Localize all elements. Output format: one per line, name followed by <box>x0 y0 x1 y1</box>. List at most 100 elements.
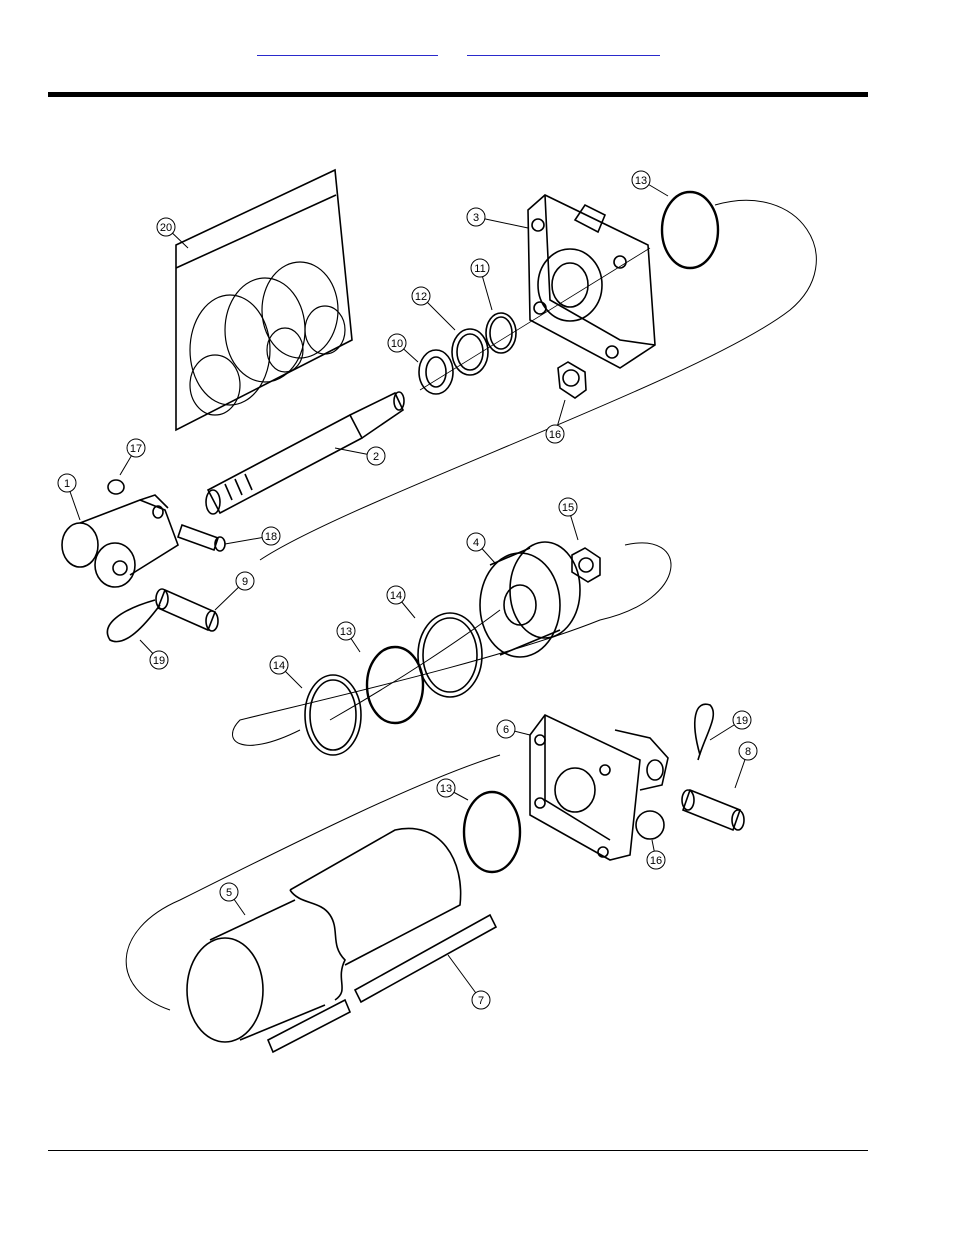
callout-4: 4 <box>466 532 496 564</box>
callout-label: 20 <box>160 222 172 234</box>
footer-rule <box>48 1150 868 1151</box>
cylinder-barrel <box>186 827 462 1043</box>
callout-circle <box>558 497 578 517</box>
callout-3: 3 <box>466 207 529 229</box>
callout-label: 5 <box>226 887 232 899</box>
base-nut <box>635 810 665 840</box>
callout-15: 15 <box>558 497 579 541</box>
nav-link-next[interactable] <box>467 39 660 56</box>
callout-label: 15 <box>562 502 574 514</box>
nut-top <box>557 361 587 399</box>
callout-group: 1234567891011121313131414151616171819192… <box>57 170 758 1010</box>
callout-circle <box>336 621 356 641</box>
callout-circle <box>269 655 289 675</box>
callout-circle <box>411 286 431 306</box>
callout-2: 2 <box>334 446 386 466</box>
callout-label: 18 <box>265 531 277 543</box>
callout-circle <box>466 207 486 227</box>
callout-19: 19 <box>709 710 752 741</box>
callout-17: 17 <box>119 438 146 476</box>
hairpin-clip <box>106 599 161 643</box>
callout-label: 13 <box>635 175 647 187</box>
base-seal <box>462 790 522 874</box>
callout-label: 1 <box>64 478 70 490</box>
callout-6: 6 <box>496 719 531 739</box>
callout-13: 13 <box>336 621 361 653</box>
piston-seals <box>304 612 483 756</box>
callout-7: 7 <box>447 954 491 1010</box>
callout-20: 20 <box>156 217 189 249</box>
callout-label: 13 <box>340 626 352 638</box>
callout-label: 16 <box>549 429 561 441</box>
header-rule <box>48 92 868 97</box>
callout-circle <box>646 850 666 870</box>
callout-8: 8 <box>734 741 758 789</box>
callout-circle <box>235 571 255 591</box>
seal-kit-bag <box>175 168 353 432</box>
callout-label: 2 <box>373 451 379 463</box>
callout-circle <box>738 741 758 761</box>
callout-label: 4 <box>473 537 479 549</box>
callout-label: 17 <box>130 443 142 455</box>
callout-16: 16 <box>646 839 666 870</box>
callout-18: 18 <box>224 526 281 546</box>
callout-label: 13 <box>440 783 452 795</box>
callout-circle <box>470 258 490 278</box>
callout-circle <box>732 710 752 730</box>
clevis-bolt <box>176 523 226 552</box>
piston <box>479 541 581 658</box>
callout-label: 19 <box>153 655 165 667</box>
clevis-pin <box>155 588 219 632</box>
rod-clevis <box>61 494 179 588</box>
callout-label: 14 <box>390 590 402 602</box>
callout-circle <box>471 990 491 1010</box>
base-hairpin <box>694 703 715 761</box>
callout-circle <box>386 585 406 605</box>
callout-label: 10 <box>391 338 403 350</box>
callout-circle <box>466 532 486 552</box>
callout-10: 10 <box>387 333 419 363</box>
callout-label: 7 <box>478 995 484 1007</box>
callout-19: 19 <box>139 639 169 670</box>
clevis-nut <box>107 479 125 495</box>
callout-1: 1 <box>57 473 81 521</box>
base-pin <box>681 788 745 832</box>
callout-label: 16 <box>650 855 662 867</box>
callout-label: 6 <box>503 724 509 736</box>
tie-rods <box>266 913 498 1054</box>
callout-circle <box>149 650 169 670</box>
base-end-cap <box>529 713 669 861</box>
callout-label: 11 <box>474 263 485 275</box>
callout-16: 16 <box>545 399 566 444</box>
callout-11: 11 <box>470 258 493 311</box>
callout-14: 14 <box>269 655 303 689</box>
callout-circle <box>219 882 239 902</box>
nav-link-previous[interactable] <box>257 39 438 56</box>
callout-circle <box>631 170 651 190</box>
rod-end-head <box>527 194 656 369</box>
piston-rod <box>205 391 405 515</box>
callout-circle <box>261 526 281 546</box>
callout-label: 9 <box>242 576 248 588</box>
callout-5: 5 <box>219 882 246 916</box>
callout-circle <box>57 473 77 493</box>
callout-label: 19 <box>736 715 748 727</box>
callout-circle <box>496 719 516 739</box>
callout-label: 14 <box>273 660 285 672</box>
callout-13: 13 <box>631 170 669 197</box>
callout-12: 12 <box>411 286 456 331</box>
callout-14: 14 <box>386 585 416 619</box>
callout-13: 13 <box>436 778 469 801</box>
callout-label: 8 <box>745 746 751 758</box>
callout-label: 3 <box>473 212 479 224</box>
piston-nut <box>571 547 601 583</box>
callout-circle <box>545 424 565 444</box>
callout-label: 12 <box>415 291 427 303</box>
callout-circle <box>366 446 386 466</box>
callout-circle <box>387 333 407 353</box>
callout-circle <box>126 438 146 458</box>
rod-seals <box>418 190 720 395</box>
callout-9: 9 <box>214 571 255 611</box>
callout-circle <box>436 778 456 798</box>
